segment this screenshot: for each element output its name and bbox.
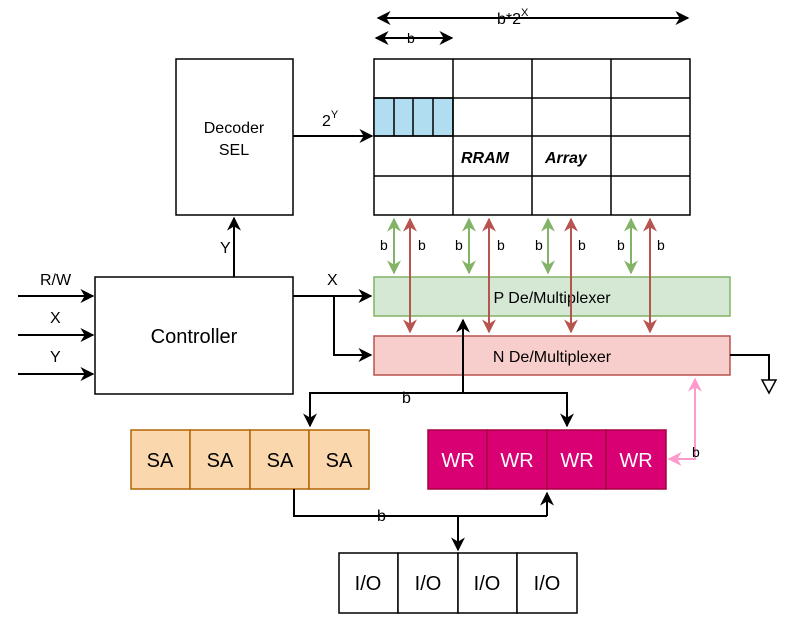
wr-bus-width-label: b [692, 444, 700, 460]
write-driver [546, 429, 607, 490]
rram-array: RRAM Array [373, 58, 691, 216]
decoder-label: Decoder [204, 120, 265, 137]
controller-y-label: Y [220, 240, 231, 257]
sense-amplifier [130, 429, 191, 490]
io-label: I/O [534, 573, 561, 595]
array-label-array: Array [544, 150, 588, 167]
io-block [516, 552, 578, 614]
io-block [397, 552, 459, 614]
sa-to-io-line [293, 489, 458, 517]
wr-to-n-mux-arrow [667, 377, 702, 466]
word-width-label: b [407, 30, 415, 46]
wr-label: WR [560, 450, 593, 472]
bus-width-label: b [657, 237, 665, 253]
sa-label: SA [267, 450, 294, 472]
decoder-output-label: 2Y [322, 109, 339, 130]
array-width-label: b*2X [497, 7, 529, 28]
bus-width-label: b [380, 237, 388, 253]
n-mux-ground-line [730, 354, 770, 380]
bus-width-label: b [418, 237, 426, 253]
io-bus-width-label: b [377, 508, 386, 525]
sense-amplifier-group: SA SA SA SA [130, 429, 370, 490]
write-driver [605, 429, 667, 490]
bus-width-label: b [455, 237, 463, 253]
sense-amplifier [308, 429, 370, 490]
array-label-rram: RRAM [461, 150, 510, 167]
io-group: I/O I/O I/O I/O [338, 552, 578, 614]
io-label: I/O [474, 573, 501, 595]
write-driver [427, 429, 488, 490]
sa-label: SA [147, 450, 174, 472]
ground-icon [760, 379, 778, 395]
bus-width-label: b [535, 237, 543, 253]
decoder-sel-label: SEL [219, 142, 249, 159]
x-input-label: X [50, 310, 61, 327]
p-demultiplexer [373, 276, 731, 317]
wr-label: WR [619, 450, 652, 472]
mux-bus-width-label: b [402, 390, 411, 407]
controller-x-label: X [327, 272, 338, 289]
y-input-label: Y [50, 349, 61, 366]
sa-label: SA [326, 450, 353, 472]
controller-block [94, 276, 294, 395]
io-block [457, 552, 518, 614]
x-to-n-mux-arrow [333, 296, 373, 362]
io-label: I/O [355, 573, 382, 595]
sa-label: SA [207, 450, 234, 472]
wr-label: WR [441, 450, 474, 472]
p-demultiplexer-label: P De/Multiplexer [493, 290, 611, 307]
controller-label: Controller [151, 326, 238, 348]
bus-width-label: b [617, 237, 625, 253]
io-label: I/O [415, 573, 442, 595]
bus-width-label: b [497, 237, 505, 253]
decoder-block [175, 58, 294, 216]
write-driver [486, 429, 548, 490]
array-mux-connections: b b b b b b b b [380, 217, 665, 334]
n-demultiplexer-label: N De/Multiplexer [493, 349, 612, 366]
bus-width-label: b [578, 237, 586, 253]
sense-amplifier [189, 429, 251, 490]
sense-amplifier [249, 429, 310, 490]
rw-input-label: R/W [40, 272, 72, 289]
wr-label: WR [500, 450, 533, 472]
mux-bus-to-sa-arrow [303, 392, 463, 428]
mux-bus-to-wr-arrow [463, 392, 574, 428]
write-driver-group: WR WR WR WR [427, 429, 667, 490]
